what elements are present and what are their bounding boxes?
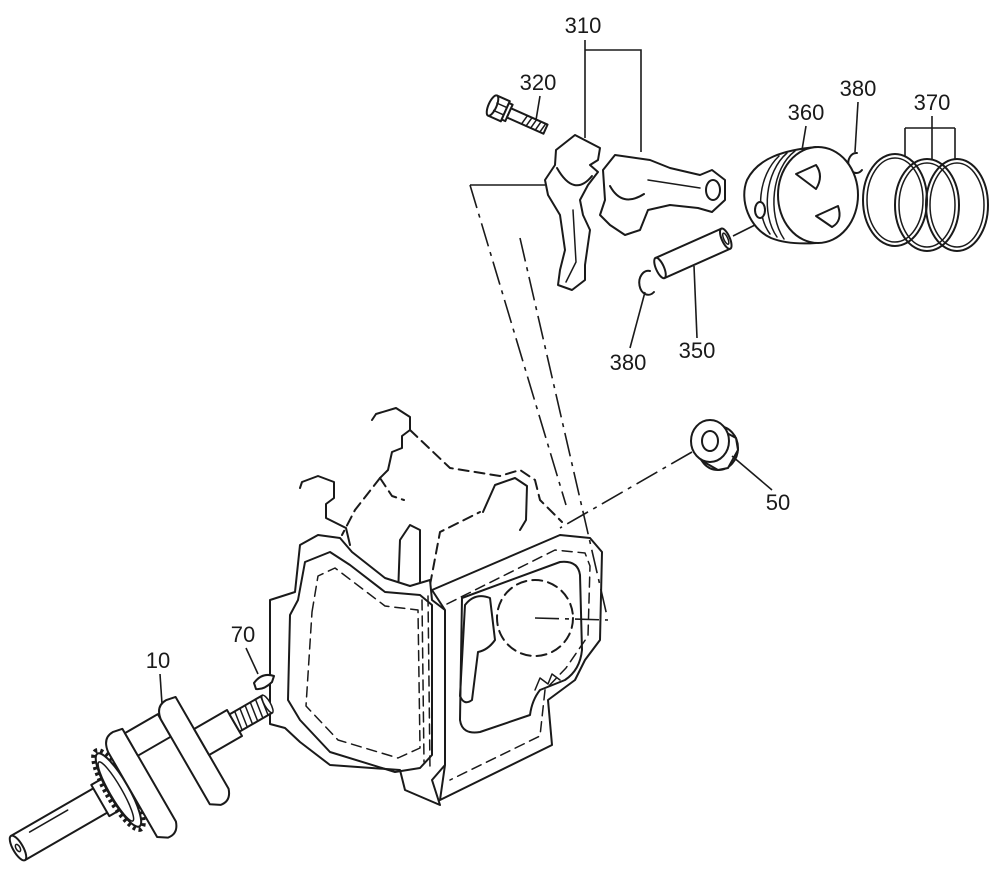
leader-370 [904,116,956,160]
crankcase-mid-rib [397,524,421,596]
callout-70: 70 [231,622,255,647]
alignment-line-collar [559,451,693,529]
cylinder-fin-notches [534,673,561,691]
crankshaft-keyway [28,809,69,833]
crankcase [269,407,603,806]
callout-370: 370 [914,90,951,115]
rod-bolt-head-top [485,94,500,117]
leader-380-right [854,101,859,153]
crankcase-upper-outline [409,429,563,523]
piston [743,146,859,245]
piston-ring-groove-2 [766,152,788,238]
crankcase-upper-outline-left [341,477,405,536]
piston-ring-3-inner [929,162,985,248]
alignment-line-rod-to-crankcase [469,184,567,506]
piston-ring-groove-1 [773,150,796,240]
piston-ring-2-inner [898,162,956,248]
callout-380-left: 380 [610,350,647,375]
connecting-rod-cap-ridge [565,209,577,283]
collar-hole [701,430,719,452]
crankshaft-thread-tip [261,694,274,714]
piston-pin-clip-left [638,269,655,296]
connecting-rod-big-end [609,185,645,201]
callout-310: 310 [565,13,602,38]
piston-pin [653,227,733,280]
crankcase-side-inner-line [305,567,421,759]
crankcase-upper-tab-a [371,407,411,479]
callout-380-right: 380 [840,76,877,101]
piston-rings [862,153,989,252]
crankshaft-threads [233,695,269,731]
piston-ring-groove-3 [759,155,780,235]
callouts: 310 320 380 360 370 380 350 50 70 10 [146,13,951,673]
crankshaft-pto-shaft [10,786,110,862]
piston-pin-left-end [653,256,667,280]
crankshaft-web-1 [105,727,178,839]
cylinder-port-outline [459,595,496,704]
piston-ring-2 [894,158,960,252]
connecting-rod-small-end-hole [705,179,721,201]
crankcase-cylinder-face [431,534,603,801]
crankcase-cylinder-gasket-line [446,549,591,781]
collar [690,419,739,471]
piston-pin-bore [721,232,730,246]
connecting-rod-beam-ridge [647,179,701,189]
rod-bolt-threads [520,114,547,133]
crankcase-upper-tab-b [299,475,351,546]
piston-ring-1-inner [866,157,924,243]
piston-crown [777,146,859,244]
connecting-rod-assembly [544,134,726,291]
piston-valve-relief-1 [795,164,821,190]
connecting-rod-cap-bearing [556,167,593,187]
leader-380-left [629,291,646,349]
alignment-line-pin-to-piston [732,220,764,237]
cylinder-head-face [459,560,583,734]
crankcase-upper-edge [429,511,481,586]
callout-360: 360 [788,100,825,125]
leader-50 [731,455,773,491]
piston-pin-body [654,227,732,280]
crankshaft-web-2 [158,695,231,806]
leader-350 [693,265,698,339]
piston-pin-boss [754,201,766,219]
rod-bolt-head-flats [492,102,508,116]
callout-50: 50 [766,490,790,515]
callout-350: 350 [679,338,716,363]
callout-320: 320 [520,70,557,95]
crankshaft-center-hole [14,843,22,853]
leader-10 [159,673,163,705]
crankcase-side-gasket-rim [287,551,433,773]
leader-320 [535,95,541,121]
leader-lines [159,40,956,705]
piston-ring-3 [925,158,989,252]
crankshaft [8,694,274,862]
alignment-lines [469,184,764,621]
piston-valve-relief-2 [815,205,841,228]
leader-70 [245,647,259,675]
leader-310 [584,40,642,152]
alignment-line-bore-center [534,617,609,621]
rod-bolt [485,94,549,135]
connecting-rod [599,154,726,236]
callout-10: 10 [146,648,170,673]
key [253,673,275,691]
leader-360 [801,125,807,151]
alignment-line-rod-to-bore [519,237,608,617]
cylinder-bore [496,579,574,657]
crankcase-side-edge-lines [421,595,431,771]
crankcase-upper-bump [482,477,528,531]
